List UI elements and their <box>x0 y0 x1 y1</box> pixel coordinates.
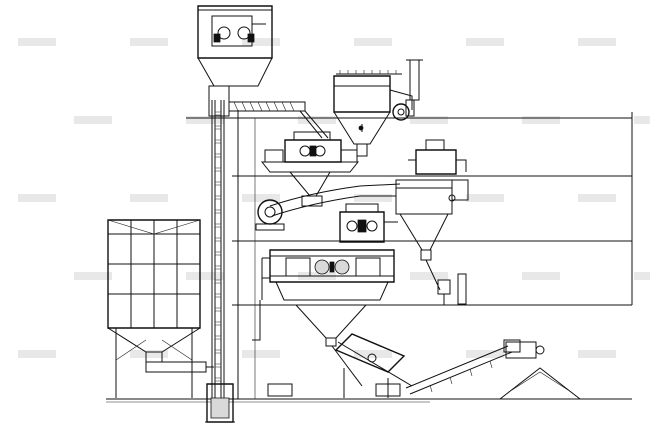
watermark-block <box>298 116 336 124</box>
watermark-block <box>410 116 448 124</box>
watermark-block <box>130 350 168 358</box>
right-side-details <box>438 274 466 305</box>
feeder-machine <box>340 204 398 242</box>
dust-collector-bag-filter <box>334 70 412 156</box>
elevator-bucket <box>215 336 221 339</box>
watermark-block <box>18 350 56 358</box>
exhaust-fan <box>393 60 423 120</box>
elevator-bucket <box>215 350 221 353</box>
watermark-block <box>186 272 224 280</box>
watermark-block <box>578 350 616 358</box>
elevator-bucket <box>215 168 221 171</box>
elevator-bucket <box>215 126 221 129</box>
watermark-block <box>74 272 112 280</box>
ball-mill <box>262 250 394 300</box>
vibrating-screen-lower <box>268 334 404 398</box>
watermark-block <box>74 116 112 124</box>
raw-material-silo <box>108 220 214 398</box>
product-pile <box>500 342 580 399</box>
watermark-block <box>522 272 560 280</box>
belt-conveyor <box>332 340 520 394</box>
elevator-bucket <box>215 154 221 157</box>
watermark-block <box>242 194 280 202</box>
discharge-hopper <box>252 300 366 346</box>
watermark-block <box>522 116 560 124</box>
elevator-bucket <box>215 308 221 311</box>
watermark-block <box>578 194 616 202</box>
elevator-bucket <box>215 210 221 213</box>
vibrating-screen-upper <box>262 132 358 206</box>
elevator-bucket <box>215 252 221 255</box>
elevator-bucket <box>215 196 221 199</box>
watermark-pattern <box>18 38 650 358</box>
elevator-bucket <box>215 182 221 185</box>
elevator-bucket <box>215 322 221 325</box>
elevator-bucket <box>215 224 221 227</box>
elevator-bucket <box>215 238 221 241</box>
bucket-elevator <box>198 6 272 422</box>
watermark-block <box>354 194 392 202</box>
elevator-bucket <box>215 112 221 115</box>
watermark-block <box>634 116 650 124</box>
elevator-bucket <box>215 266 221 269</box>
watermark-block <box>242 350 280 358</box>
watermark-block <box>466 194 504 202</box>
watermark-block <box>130 38 168 46</box>
screw-conveyor <box>229 102 328 138</box>
elevator-bucket <box>215 364 221 367</box>
watermark-block <box>130 194 168 202</box>
watermark-block <box>410 272 448 280</box>
watermark-block <box>186 116 224 124</box>
watermark-block <box>18 194 56 202</box>
blower-fan <box>256 200 284 230</box>
elevator-bucket <box>215 294 221 297</box>
watermark-block <box>634 272 650 280</box>
watermark-block <box>354 38 392 46</box>
elevator-bucket <box>215 140 221 143</box>
watermark-block <box>242 38 280 46</box>
watermark-block <box>18 38 56 46</box>
elevator-bucket <box>215 378 221 381</box>
watermark-block <box>466 350 504 358</box>
elevator-bucket <box>215 280 221 283</box>
watermark-block <box>466 38 504 46</box>
elevator-buckets <box>215 112 221 381</box>
cyclone-separator <box>396 140 468 290</box>
watermark-block <box>578 38 616 46</box>
